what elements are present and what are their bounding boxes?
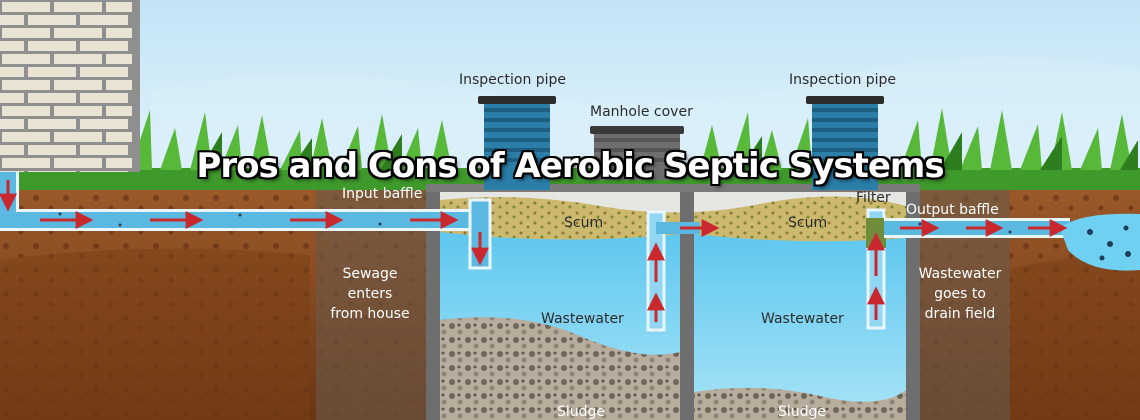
manhole-cover-label: Manhole cover <box>590 104 693 120</box>
page-title: Pros and Cons of Aerobic Septic Systems <box>196 146 944 186</box>
sludge-left-label: Sludge <box>557 404 606 420</box>
inspection-pipe-left <box>478 96 556 190</box>
sludge-right-label: Sludge <box>778 404 827 420</box>
sludge-right <box>694 387 906 420</box>
house-wall <box>0 0 136 172</box>
wastewater-goes-label: Wastewater goes to drain field <box>918 266 1002 322</box>
manhole-cover <box>590 126 684 180</box>
scum-left-label: Scum <box>564 215 604 231</box>
filter-label: Filter <box>856 190 891 206</box>
wastewater-left-label: Wastewater <box>541 311 624 327</box>
flow-arrows <box>0 180 1068 322</box>
sewage-enters-label: Sewage enters from house <box>330 266 410 322</box>
wastewater-right-label: Wastewater <box>761 311 844 327</box>
sludge-left <box>440 317 680 420</box>
drain-field <box>1060 213 1140 271</box>
input-baffle-label: Input baffle <box>342 186 423 202</box>
inspection-pipe-right <box>806 96 884 190</box>
scum-right-label: Scum <box>788 215 828 231</box>
inspection-pipe-left-label: Inspection pipe <box>459 72 567 88</box>
output-baffle-label: Output baffle <box>906 202 999 218</box>
inspection-pipe-right-label: Inspection pipe <box>789 72 897 88</box>
scum-layer <box>440 196 906 242</box>
